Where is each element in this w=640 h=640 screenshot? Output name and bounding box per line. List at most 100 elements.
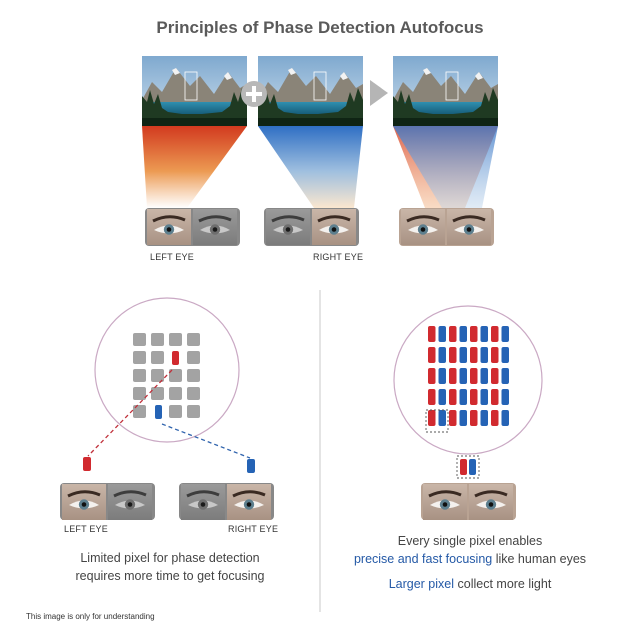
gray-pixel [187,333,200,346]
left-blue-pixel [247,459,255,473]
left-red-link [87,369,173,457]
dual-pixel [501,410,509,426]
dual-pixel [428,326,436,342]
combined-beam-blue [393,126,498,208]
dual-pixel [459,368,467,384]
gray-pixel [187,387,200,400]
dual-pixel [470,410,478,426]
right-single-pixel-pair [456,455,480,479]
top-eyes-left [145,207,240,247]
right-caption-line3-highlight: Larger pixel [388,577,455,591]
dual-pixel [480,347,488,363]
phase-pixel-blue [155,405,162,419]
dual-pixel [428,389,436,405]
top-right-eye-label: RIGHT EYE [313,252,364,262]
dual-pixel [480,410,488,426]
gray-pixel [151,351,164,364]
left-eyes-left [60,482,155,522]
left-eye-beam [142,126,247,208]
gray-pixel [151,369,164,382]
left-pixel-grid [133,333,200,419]
dual-pixel [501,368,509,384]
gray-pixel [133,351,146,364]
left-magnifier-circle [94,297,240,443]
landscape-image-2 [258,56,363,126]
left-caption-line1: Limited pixel for phase detection [80,551,260,565]
left-caption-line2: requires more time to get focusing [75,569,265,583]
gray-pixel [133,333,146,346]
dual-pixel [470,347,478,363]
gray-pixel [133,405,146,418]
right-caption-line2: precise and fast focusing like human eye… [330,550,610,568]
dual-pixel [438,326,446,342]
page-title: Principles of Phase Detection Autofocus [156,18,484,37]
top-eyes-right [264,207,359,247]
top-left-eye-label: LEFT EYE [150,252,194,262]
right-magnifier-circle [393,305,543,455]
dual-pixel [449,326,457,342]
dual-pixel [438,389,446,405]
gray-pixel [133,387,146,400]
right-pixel-grid [428,326,509,426]
dual-pixel [501,347,509,363]
dual-pixel [501,326,509,342]
gray-pixel [169,333,182,346]
left-blue-link [161,423,251,459]
dual-pixel [491,347,499,363]
arrow-right-icon [370,80,388,106]
dual-pixel [449,368,457,384]
right-caption-line2-highlight: precise and fast focusing [353,552,493,566]
dual-pixel [428,347,436,363]
dual-pixel [459,326,467,342]
dual-pixel [491,368,499,384]
right-eyes [421,482,516,522]
gray-pixel [187,369,200,382]
right-caption-line2-rest: like human eyes [492,552,587,566]
dual-pixel [459,389,467,405]
gray-pixel [169,405,182,418]
dual-pixel [491,326,499,342]
dual-pixel [470,368,478,384]
dual-pixel [449,389,457,405]
dual-pixel [428,368,436,384]
dual-pixel [459,347,467,363]
dual-pixel [470,326,478,342]
dual-pixel [501,389,509,405]
gray-pixel [169,387,182,400]
right-caption: Every single pixel enables precise and f… [330,532,610,593]
left-panel-left-eye-label: LEFT EYE [64,524,108,534]
gray-pixel [187,405,200,418]
dual-pixel [491,389,499,405]
dual-pixel [480,368,488,384]
dual-pixel [428,410,436,426]
left-red-pixel [83,457,91,471]
top-eyes-combined [399,207,494,247]
landscape-image-1 [142,56,247,126]
plus-icon [241,81,267,107]
phase-pixel-red [172,351,179,365]
right-highlight-box [425,409,449,433]
right-caption-line3: Larger pixel collect more light [330,575,610,593]
left-eyes-right [179,482,274,522]
footnote: This image is only for understanding [26,612,155,621]
right-eye-beam [258,126,363,208]
dual-pixel [438,368,446,384]
gray-pixel [133,369,146,382]
dual-pixel [491,410,499,426]
dual-pixel [449,347,457,363]
landscape-image-3 [393,56,498,126]
dual-pixel [459,410,467,426]
gray-pixel [169,369,182,382]
right-caption-line1: Every single pixel enables [397,534,543,548]
dual-pixel [470,389,478,405]
dual-pixel [449,410,457,426]
dual-pixel [438,347,446,363]
dual-pixel [480,326,488,342]
dual-pixel [438,410,446,426]
dual-pixel [480,389,488,405]
right-caption-line3-rest: collect more light [454,577,552,591]
left-panel-right-eye-label: RIGHT EYE [228,524,279,534]
left-caption: Limited pixel for phase detection requir… [40,549,300,585]
